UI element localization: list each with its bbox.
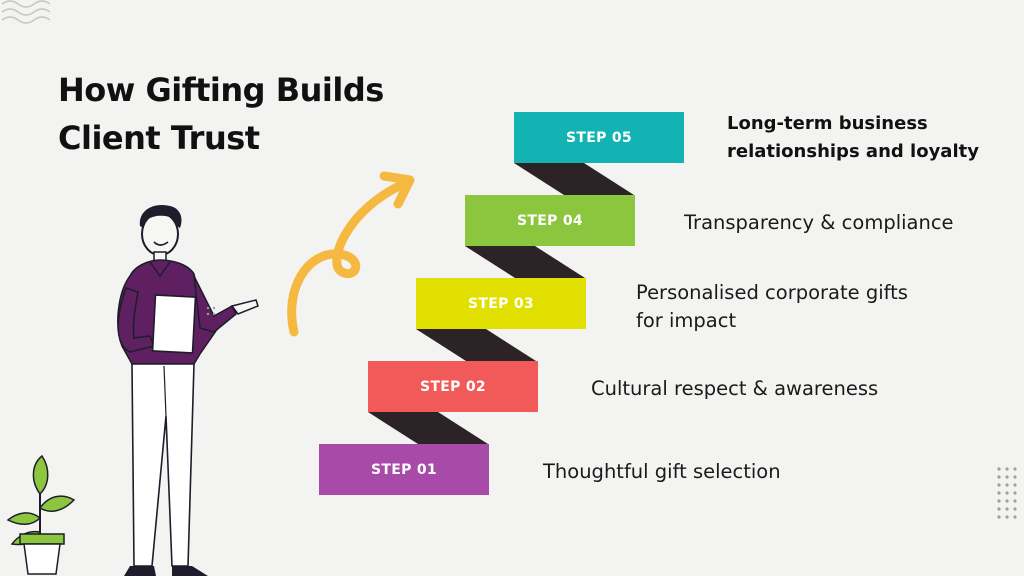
step-03-description: Personalised corporate gifts for impact <box>636 279 908 335</box>
step-03-block: STEP 03 <box>416 278 586 329</box>
connector-2-1 <box>368 412 488 444</box>
step-01-desc-line-1: Thoughtful gift selection <box>543 460 781 483</box>
step-03-label: STEP 03 <box>468 295 534 312</box>
step-01-label: STEP 01 <box>371 461 437 478</box>
step-01-description: Thoughtful gift selection <box>543 458 781 486</box>
step-05-description: Long-term business relationships and loy… <box>727 110 979 166</box>
page-title: How Gifting Builds Client Trust <box>58 66 384 162</box>
wave-lines-icon <box>1 0 50 24</box>
dot-grid-icon <box>997 467 1017 519</box>
step-04-block: STEP 04 <box>465 195 635 246</box>
step-02-desc-line-1: Cultural respect & awareness <box>591 377 879 400</box>
step-05-desc-line-1: Long-term business <box>727 113 928 134</box>
title-line-1: How Gifting Builds <box>58 71 384 109</box>
presenter-illustration <box>117 204 259 576</box>
step-03-desc-line-1: Personalised corporate gifts <box>636 281 908 304</box>
step-05-label: STEP 05 <box>566 129 632 146</box>
step-02-block: STEP 02 <box>368 361 538 412</box>
step-03-desc-line-2: for impact <box>636 309 737 332</box>
connector-4-3 <box>465 246 585 278</box>
curved-arrow-icon <box>287 171 415 337</box>
step-04-description: Transparency & compliance <box>684 209 954 237</box>
connector-5-4 <box>514 163 634 195</box>
step-05-desc-line-2: relationships and loyalty <box>727 141 979 162</box>
step-02-label: STEP 02 <box>420 378 486 395</box>
step-04-desc-line-1: Transparency & compliance <box>684 211 954 234</box>
title-line-2: Client Trust <box>58 119 260 157</box>
plant-illustration <box>6 454 76 575</box>
step-02-description: Cultural respect & awareness <box>591 375 878 403</box>
step-01-block: STEP 01 <box>319 444 489 495</box>
step-04-label: STEP 04 <box>517 212 583 229</box>
step-05-block: STEP 05 <box>514 112 684 163</box>
connector-3-2 <box>416 329 536 361</box>
